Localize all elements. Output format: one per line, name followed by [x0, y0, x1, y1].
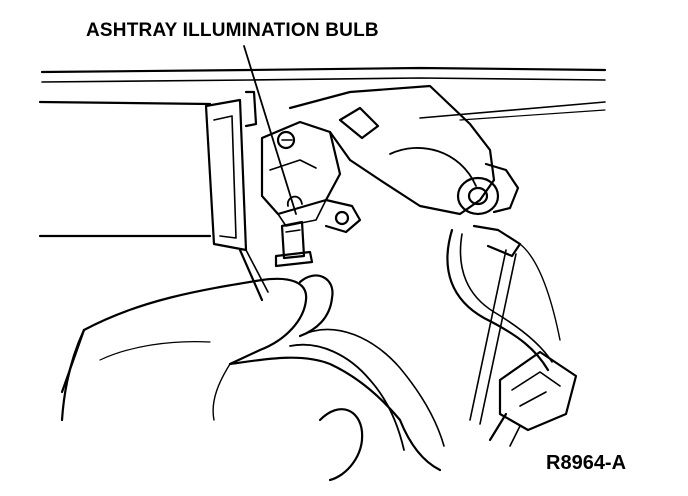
- figure-id: R8964-A: [546, 452, 627, 474]
- dashboard-panel: [38, 66, 607, 238]
- lower-connector-plug: [488, 350, 578, 447]
- bulb-callout-label: ASHTRAY ILLUMINATION BULB: [86, 20, 379, 41]
- illumination-bulb: [274, 195, 314, 268]
- harness-connector: [288, 84, 520, 216]
- hand: [60, 274, 445, 482]
- ashtray-housing: [204, 90, 269, 302]
- wire-harness: [446, 224, 561, 425]
- bulb-socket-bracket: [260, 120, 362, 234]
- callout-leader-line: [243, 45, 297, 215]
